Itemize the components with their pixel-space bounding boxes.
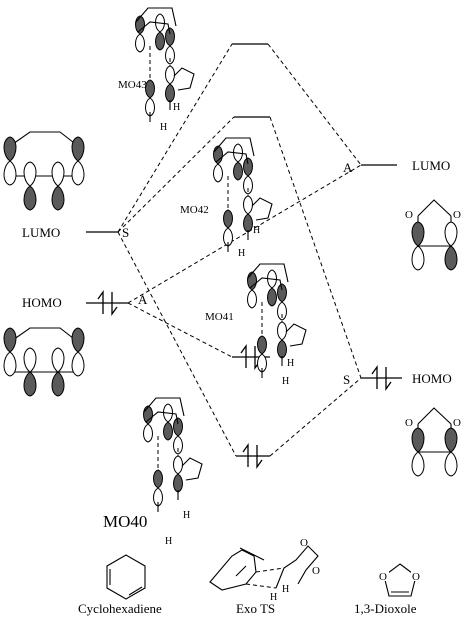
svg-text:O: O xyxy=(312,565,320,577)
left-lumo-label: LUMO xyxy=(22,225,60,240)
mo40-electrons xyxy=(242,442,263,470)
mo40-label: MO40 xyxy=(103,512,147,531)
mo40-h2: H xyxy=(165,536,172,547)
mo41-label: MO41 xyxy=(205,311,234,323)
correlation-lines xyxy=(117,43,362,457)
dioxole-lumo-orbitals: O O xyxy=(405,199,461,271)
mo42-h2: H xyxy=(238,248,245,259)
exo-ts-caption: Exo TS xyxy=(236,601,275,616)
cyclohexadiene-structure xyxy=(106,554,146,600)
right-lumo-label: LUMO xyxy=(412,158,450,173)
svg-text:O: O xyxy=(405,417,413,429)
left-homo-label: HOMO xyxy=(22,295,62,310)
svg-text:O: O xyxy=(453,417,461,429)
svg-text:O: O xyxy=(412,571,420,583)
mo43-orbital-picture xyxy=(136,8,195,122)
dioxole-structure: O O xyxy=(378,563,422,597)
exo-ts-structure: O O H H xyxy=(209,537,320,603)
right-homo-label: HOMO xyxy=(412,371,452,386)
dioxole-caption: 1,3-Dioxole xyxy=(354,601,417,616)
svg-text:H: H xyxy=(270,592,277,603)
dioxole-homo-orbitals: O O xyxy=(405,407,461,477)
cyclohexadiene-homo-orbitals xyxy=(3,327,85,397)
mo40-orbital-picture xyxy=(144,398,203,512)
symmetry-right-homo: S xyxy=(343,372,350,387)
cyclohexadiene-caption: Cyclohexadiene xyxy=(78,601,162,616)
mo43-label: MO43 xyxy=(118,79,147,91)
svg-text:O: O xyxy=(405,209,413,221)
svg-text:O: O xyxy=(300,537,308,549)
cyclohexadiene-lumo-orbitals xyxy=(3,131,85,211)
mo41-h1: H xyxy=(287,358,294,369)
symmetry-left-homo: A xyxy=(138,292,148,307)
symmetry-right-lumo: A xyxy=(343,160,353,175)
svg-text:O: O xyxy=(453,209,461,221)
mo43-h1: H xyxy=(173,102,180,113)
mo43-h2: H xyxy=(160,122,167,133)
symmetry-left-lumo: S xyxy=(122,225,129,240)
svg-text:H: H xyxy=(282,584,289,595)
mo41-orbital-picture xyxy=(248,264,307,378)
mo41-h2: H xyxy=(282,376,289,387)
mo42-label: MO42 xyxy=(180,204,209,216)
mo40-h1: H xyxy=(183,510,190,521)
mo42-h1: H xyxy=(253,225,260,236)
right-homo-electrons xyxy=(371,364,392,392)
svg-text:O: O xyxy=(379,571,387,583)
left-homo-electrons xyxy=(97,289,118,317)
